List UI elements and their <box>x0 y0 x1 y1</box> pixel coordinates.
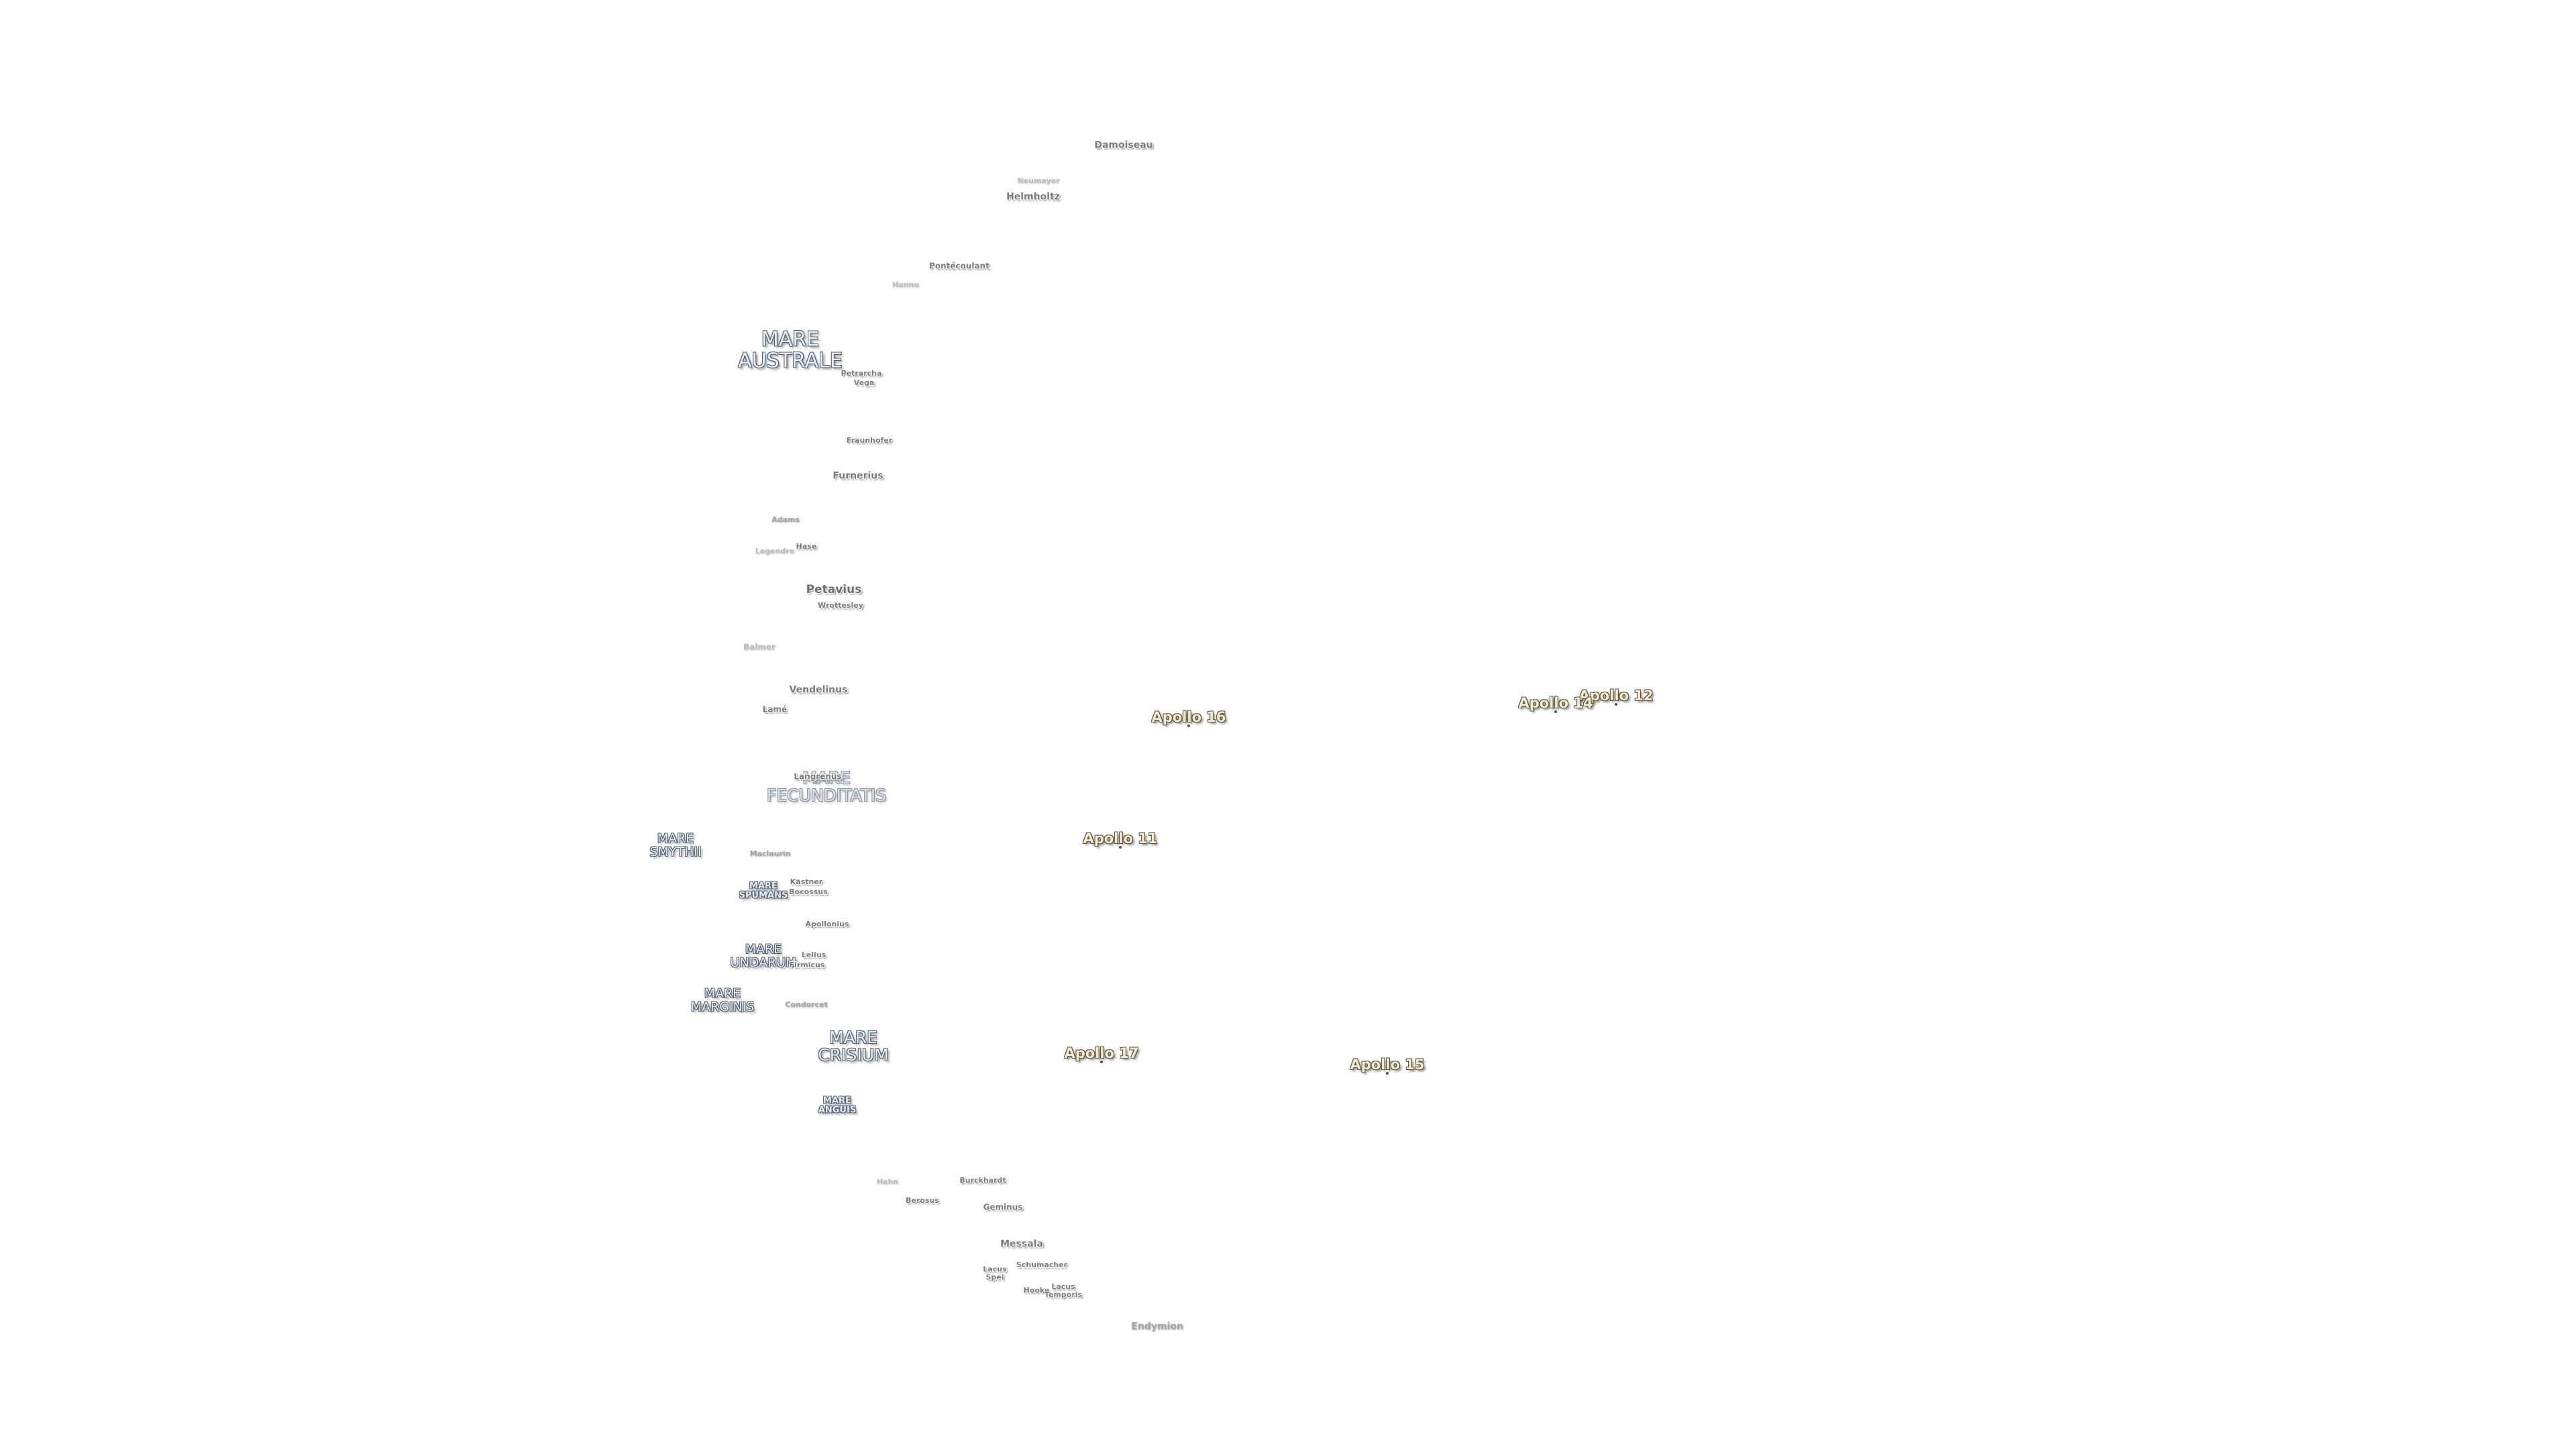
apollo-15-marker[interactable] <box>1386 1072 1389 1075</box>
crater-berosus[interactable]: Berosus <box>906 1196 939 1205</box>
apollo-16-label[interactable]: Apollo 16 <box>1151 708 1226 725</box>
crater-bocossus[interactable]: Bocossus <box>789 888 828 897</box>
apollo-17-marker[interactable] <box>1100 1061 1103 1063</box>
mare-marginis-label[interactable]: MARE MARGINIS <box>690 986 755 1014</box>
crater-adams[interactable]: Adams <box>771 515 800 525</box>
crater-petrarcha[interactable]: Petrarcha <box>841 369 882 378</box>
crater-hooke[interactable]: Hooke <box>1023 1286 1050 1295</box>
crater-burckhardt[interactable]: Burckhardt <box>959 1176 1006 1185</box>
crater-firmicus[interactable]: Firmicus <box>789 961 825 970</box>
apollo-17-label[interactable]: Apollo 17 <box>1064 1044 1139 1061</box>
crater-kastner[interactable]: Kästner <box>790 877 823 887</box>
mare-smythii-label[interactable]: MARE SMYTHII <box>649 831 702 859</box>
crater-furnerius[interactable]: Furnerius <box>833 470 883 482</box>
crater-schumacher[interactable]: Schumacher <box>1016 1260 1068 1270</box>
mare-undarum-label[interactable]: MARE UNDARUM <box>730 942 797 970</box>
crater-damoiseau[interactable]: Damoiseau <box>1094 140 1153 151</box>
crater-balmer[interactable]: Balmer <box>743 642 775 652</box>
apollo-12-label[interactable]: Apollo 12 <box>1578 687 1654 704</box>
crater-lame[interactable]: Lamé <box>762 704 788 714</box>
crater-messala[interactable]: Messala <box>1000 1238 1043 1250</box>
crater-lacus-spei[interactable]: Lacus Spei <box>983 1265 1007 1281</box>
apollo-12-marker[interactable] <box>1615 703 1617 706</box>
crater-vega[interactable]: Vega <box>853 378 875 388</box>
mare-fecunditatis-label[interactable]: MARE FECUNDITATIS <box>766 767 887 805</box>
crater-wrottesley[interactable]: Wrottesley <box>818 601 863 610</box>
crater-lelius[interactable]: Lelius <box>801 951 826 960</box>
mare-spumans-label[interactable]: MARE SPUMANS <box>739 881 788 900</box>
crater-legendre[interactable]: Legendre <box>755 547 795 556</box>
crater-hahn[interactable]: Hahn <box>876 1177 899 1187</box>
mare-australe-label[interactable]: MARE AUSTRALE <box>738 327 843 372</box>
apollo-14-label[interactable]: Apollo 14 <box>1518 694 1593 711</box>
crater-geminus[interactable]: Geminus <box>983 1202 1023 1212</box>
crater-hase[interactable]: Hase <box>796 542 817 551</box>
crater-langrenus[interactable]: Langrenus <box>794 771 842 782</box>
crater-pontecoulant[interactable]: Pontécoulant <box>929 261 989 271</box>
crater-fraunhofer[interactable]: Fraunhofer <box>846 436 893 445</box>
crater-hanno[interactable]: Hanno <box>892 280 919 290</box>
crater-maclaurin[interactable]: Maclaurin <box>749 849 791 859</box>
crater-lacus-temporis[interactable]: Lacus Temporis <box>1044 1282 1083 1299</box>
mare-anguis-label[interactable]: MARE ANGUIS <box>818 1095 857 1115</box>
apollo-15-label[interactable]: Apollo 15 <box>1350 1056 1425 1073</box>
crater-condorcet[interactable]: Condorcet <box>785 1000 828 1010</box>
apollo-11-label[interactable]: Apollo 11 <box>1083 830 1158 847</box>
crater-endymion[interactable]: Endymion <box>1131 1321 1183 1332</box>
mare-crisium-label[interactable]: MARE CRISIUM <box>818 1027 889 1065</box>
apollo-16-marker[interactable] <box>1187 724 1190 727</box>
crater-neumayer[interactable]: Neumayer <box>1017 176 1060 186</box>
crater-helmholtz[interactable]: Helmholtz <box>1006 191 1060 203</box>
apollo-11-marker[interactable] <box>1119 846 1122 849</box>
crater-apollonius[interactable]: Apollonius <box>805 920 849 929</box>
apollo-14-marker[interactable] <box>1554 710 1557 713</box>
crater-petavius[interactable]: Petavius <box>806 583 862 597</box>
crater-vendelinus[interactable]: Vendelinus <box>789 684 848 696</box>
